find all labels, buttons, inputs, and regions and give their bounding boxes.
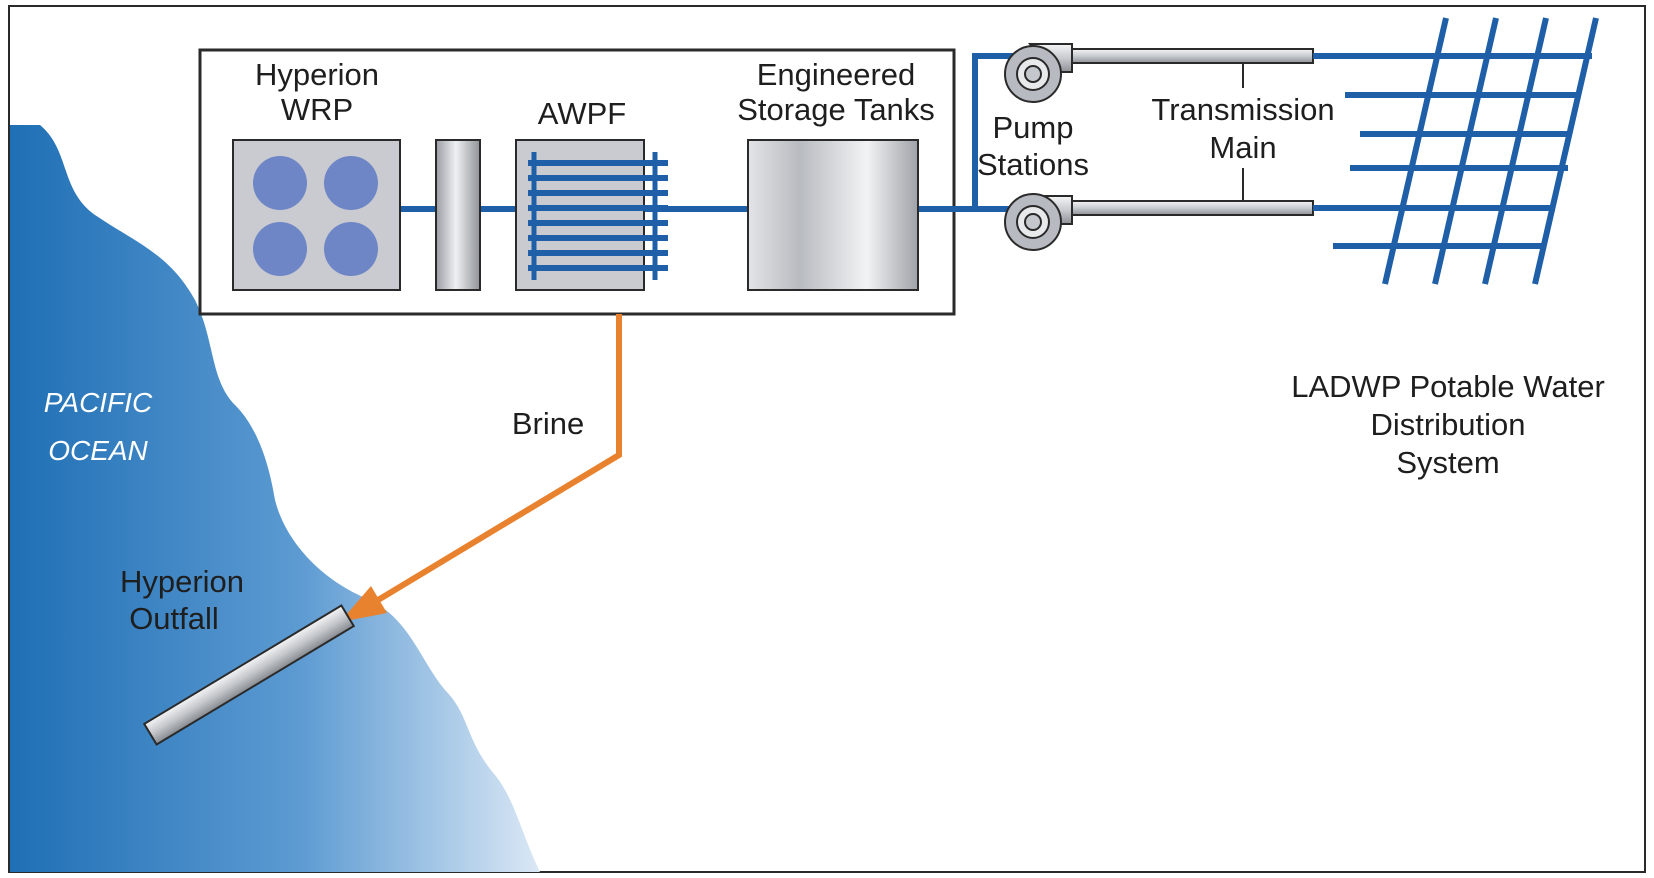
pretreatment-column: [435, 139, 481, 291]
transmission-pipe-lower: [1049, 200, 1314, 216]
wrp-clarifier-4: [324, 222, 378, 276]
tanks-label-line2: Storage Tanks: [737, 92, 935, 127]
ladwp-label-line3: System: [1396, 445, 1499, 480]
brine-line: [376, 314, 622, 603]
transmission-pipe-upper: [1049, 48, 1314, 64]
transmission-label-bg: [1128, 88, 1360, 168]
pump-label-line2: Stations: [977, 147, 1089, 182]
figure-border: [8, 5, 1646, 873]
wrp-clarifier-2: [324, 156, 378, 210]
outfall-label-line2: Outfall: [129, 601, 219, 636]
storage-tank: [747, 139, 919, 291]
pump-feed-pipe: [972, 53, 1015, 209]
ocean-label-line2: OCEAN: [48, 435, 148, 466]
pump-station-upper: [1004, 43, 1073, 103]
awpf-label: AWPF: [538, 96, 626, 131]
distribution-grid: [1313, 17, 1599, 285]
wrp-clarifier-1: [253, 156, 307, 210]
ladwp-label-line1: LADWP Potable Water: [1291, 369, 1605, 404]
pump-station-lower: [1004, 193, 1073, 251]
wrp-label-line1: Hyperion: [255, 57, 379, 92]
awpf-membrane-array: [528, 160, 668, 271]
pump-label-line1: Pump: [993, 110, 1074, 145]
hyperion-outfall-pipe: [142, 604, 356, 746]
wrp-label-line2: WRP: [281, 92, 353, 127]
transmission-label-line2: Main: [1209, 130, 1276, 165]
brine-arrowhead: [340, 586, 387, 622]
ocean-label-line1: PACIFIC: [44, 387, 153, 418]
wrp-clarifier-3: [253, 222, 307, 276]
pacific-ocean-area: [10, 125, 540, 872]
brine-label: Brine: [512, 406, 584, 441]
ladwp-label-line2: Distribution: [1370, 407, 1525, 442]
wrp-unit: [232, 139, 401, 291]
tanks-label-line1: Engineered: [757, 57, 916, 92]
outfall-label-line1: Hyperion: [120, 564, 244, 599]
transmission-label-line1: Transmission: [1151, 92, 1334, 127]
